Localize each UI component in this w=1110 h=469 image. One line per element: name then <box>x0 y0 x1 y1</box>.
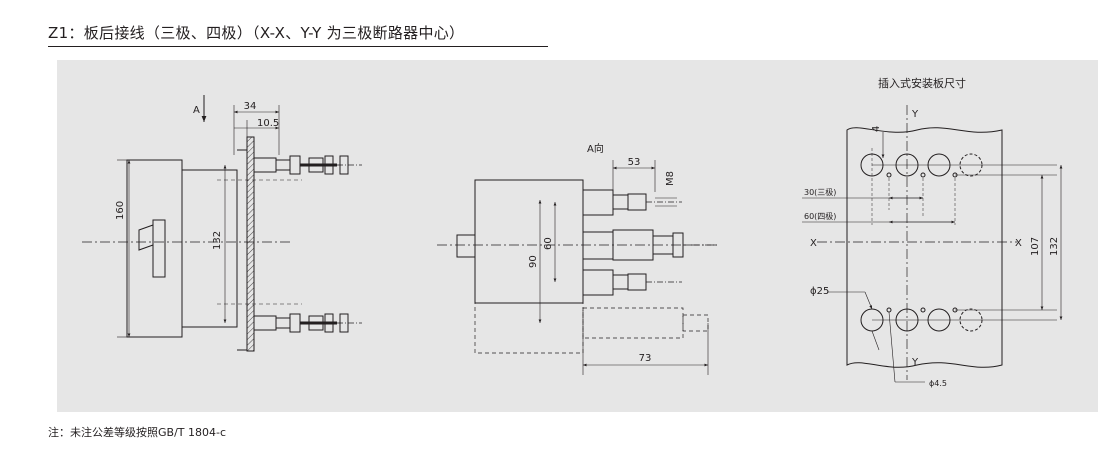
drawing-svg: A 34 10.5 160 132 <box>82 76 1063 388</box>
a-upper-terminal <box>582 189 682 216</box>
dim-60-label: 60 <box>543 237 554 250</box>
upper-terminal-side <box>253 155 362 175</box>
dim-107-label: 107 <box>1030 237 1041 256</box>
axis-y-bottom-label: Y <box>911 357 919 368</box>
small-hole-lower-1 <box>886 307 892 313</box>
dim-60-plate-label: 60(四极) <box>804 211 836 221</box>
dim-30-label: 30(三极) <box>804 187 836 197</box>
dim-phi25-leader <box>864 291 873 310</box>
side-body-inner <box>181 169 238 328</box>
dim-160-label: 160 <box>115 201 126 220</box>
small-hole-upper-2 <box>920 172 926 178</box>
side-handle <box>138 224 154 251</box>
dim-phi25-label: ϕ25 <box>810 286 829 297</box>
dim-90-label: 90 <box>528 255 539 268</box>
mounting-plate-outline <box>846 127 1003 368</box>
a-direction-label: A向 <box>587 142 604 155</box>
a-lower-terminal <box>582 269 682 296</box>
view-arrow-a-label: A <box>193 105 200 116</box>
dim-73-label: 73 <box>639 353 652 364</box>
title-underline <box>48 46 548 47</box>
dim-132-side-label: 132 <box>212 231 223 250</box>
side-handle-base <box>152 219 166 278</box>
dim-53-label: 53 <box>628 157 641 168</box>
side-view <box>82 95 362 352</box>
page-title: Z1：板后接线（三极、四极）（X-X、Y-Y 为三极断路器中心） <box>48 24 465 42</box>
axis-x-left-label: X <box>810 238 817 249</box>
mounting-view-title: 插入式安装板尺寸 <box>878 76 966 90</box>
dim-phi4-5-label: ϕ4.5 <box>929 379 947 388</box>
dim-m8-label: M8 <box>665 171 676 186</box>
mounting-plate <box>246 136 255 352</box>
dim-4-label: 4 <box>871 126 882 132</box>
axis-y-top-label: Y <box>911 109 919 120</box>
drawing-panel: A 34 10.5 160 132 <box>57 60 1098 412</box>
lower-terminal-side <box>253 313 362 333</box>
axis-x-right-label: X <box>1015 238 1022 249</box>
small-hole-upper-1 <box>886 172 892 178</box>
side-body <box>126 159 183 338</box>
dim-132-plate-label: 132 <box>1049 237 1060 256</box>
dim-10-5-label: 10.5 <box>257 118 279 129</box>
a-body <box>474 179 584 304</box>
mounting-plate-view <box>802 105 1063 383</box>
dim-34-label: 34 <box>244 101 257 112</box>
a-handle <box>456 234 476 258</box>
footnote: 注：未注公差等级按照GB/T 1804-c <box>48 426 227 439</box>
small-hole-lower-2 <box>920 307 926 313</box>
a-middle-terminal <box>582 229 717 261</box>
a-direction-view <box>437 160 717 375</box>
